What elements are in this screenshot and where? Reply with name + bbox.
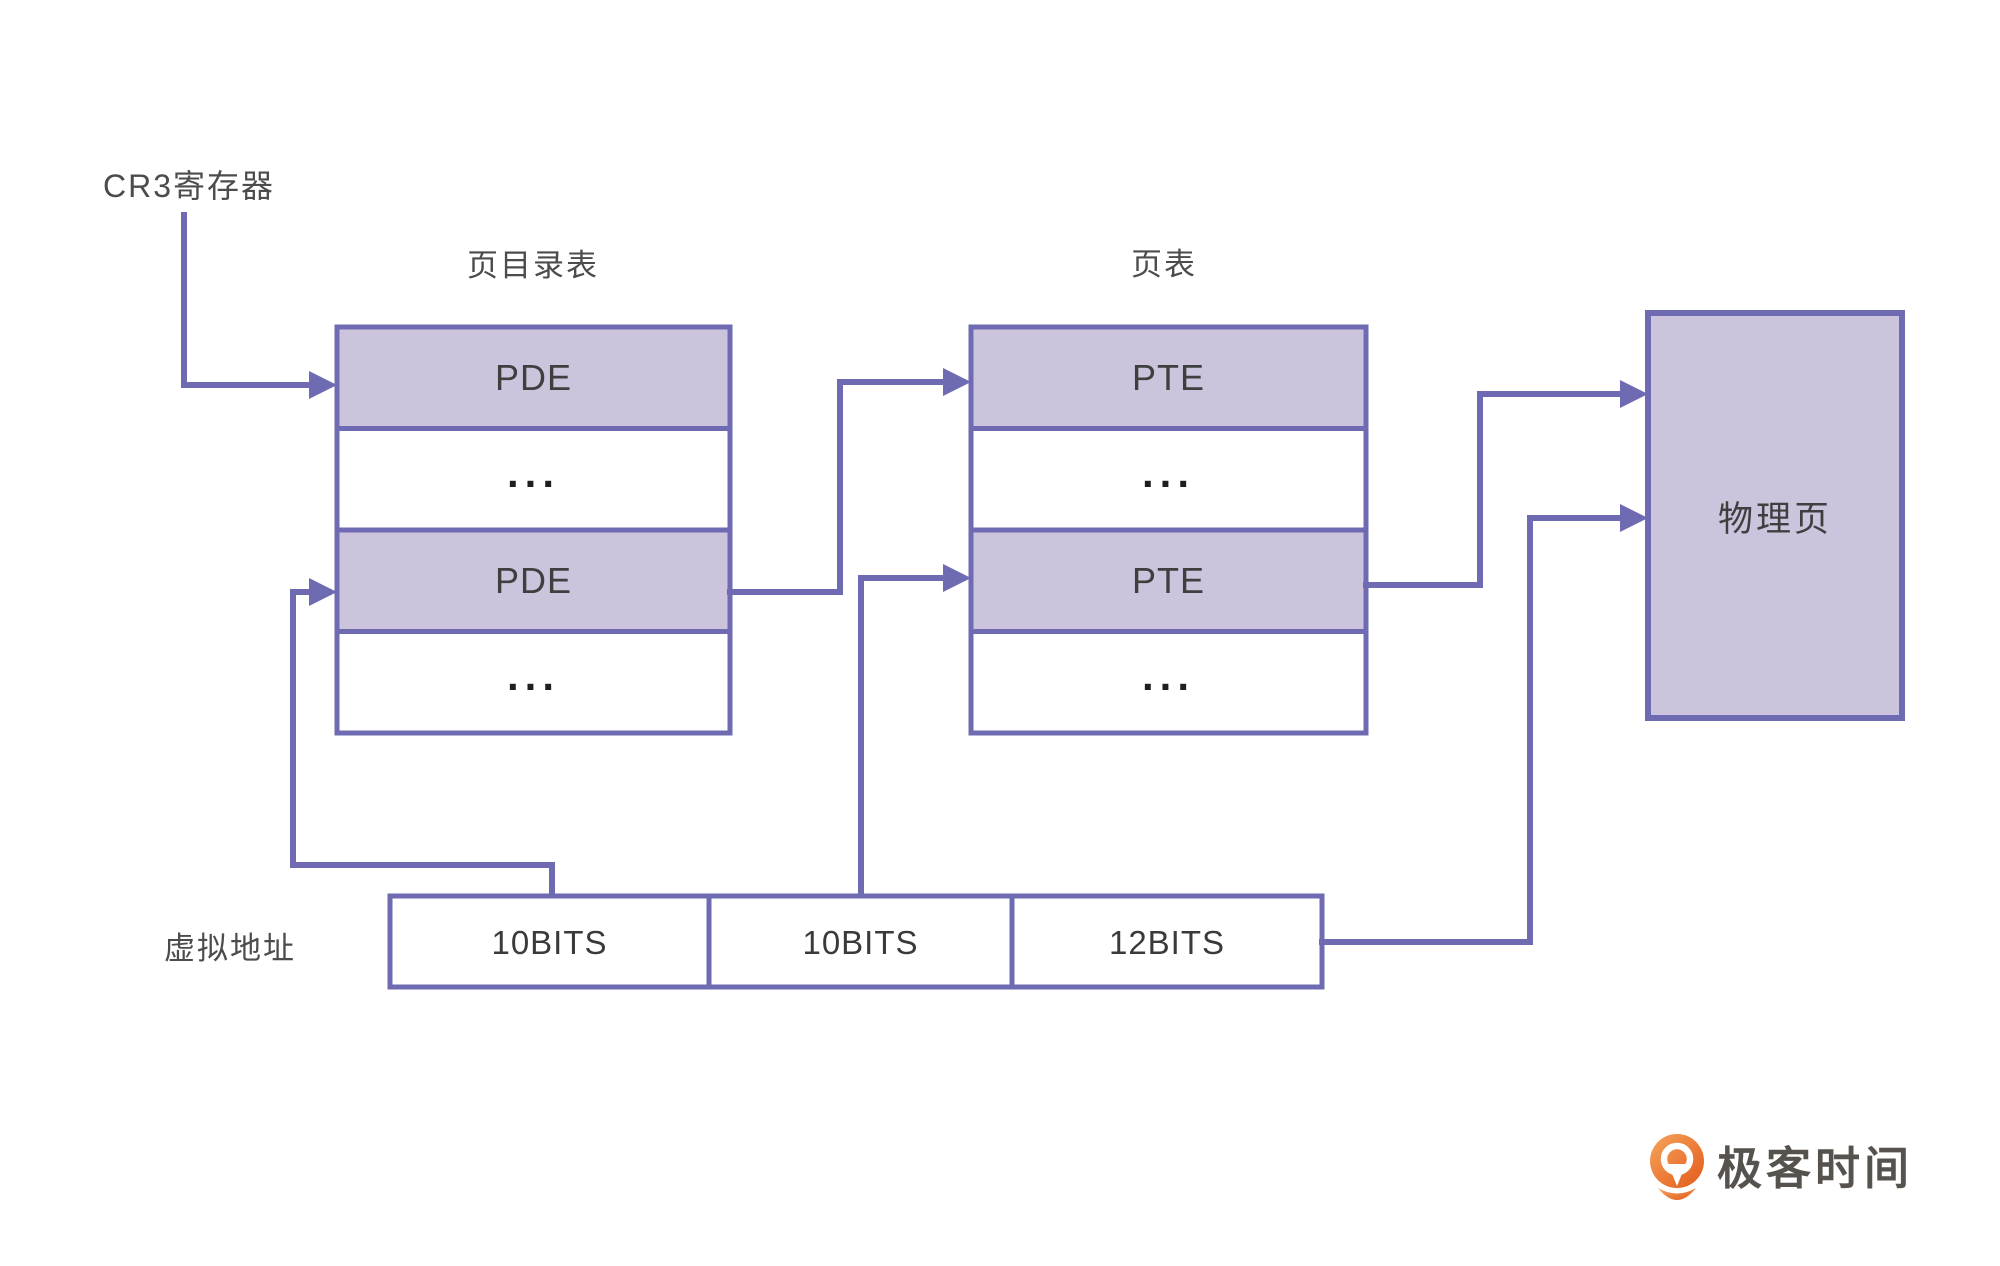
connector-10bits2-to-pte2	[858, 575, 944, 898]
logo-circle	[1650, 1134, 1704, 1188]
pde-row-1	[334, 324, 733, 431]
arrowhead-10bits2-to-pte2	[943, 564, 971, 592]
pde-ellipsis-row-1	[334, 426, 733, 533]
pde-row-2	[334, 527, 733, 634]
cr3-register-label: CR3寄存器	[103, 168, 275, 204]
va-cell-12bits-label: 12BITS	[1109, 924, 1225, 961]
virtual-address-box: 10BITS 10BITS 12BITS	[387, 893, 1325, 990]
page-directory-table: PDE ... PDE ...	[334, 324, 733, 736]
connector-pde2-to-pte1	[727, 379, 944, 595]
pde-ellipsis-2-label: ...	[507, 652, 560, 699]
physical-page: 物理页	[1645, 310, 1905, 721]
pte-ellipsis-row-2	[968, 629, 1369, 736]
pte-row-1-label: PTE	[1132, 357, 1205, 398]
va-cell-12bits	[1009, 893, 1325, 990]
connector-12bits-to-physical	[1319, 515, 1621, 945]
connector-10bits1-to-pde2	[290, 589, 555, 898]
geektime-logo-text: 极客时间	[1717, 1143, 1913, 1194]
pde-ellipsis-1-label: ...	[507, 449, 560, 496]
logo-tail	[1658, 1188, 1696, 1200]
arrowhead-pte2-to-physical	[1620, 380, 1648, 408]
connector-cr3-to-pde1	[181, 212, 310, 388]
pte-row-2	[968, 527, 1369, 634]
va-cell-10bits-2-label: 10BITS	[802, 924, 918, 961]
pde-row-2-label: PDE	[495, 560, 572, 601]
page-table: PTE ... PTE ...	[968, 324, 1369, 736]
pte-ellipsis-1-label: ...	[1142, 449, 1195, 496]
pte-row-2-label: PTE	[1132, 560, 1205, 601]
arrowhead-cr3-to-pde1	[309, 371, 337, 399]
virtual-address-label: 虚拟地址	[164, 931, 296, 966]
pde-ellipsis-row-2	[334, 629, 733, 736]
page-directory-title: 页目录表	[467, 248, 599, 283]
va-cell-10bits-2	[706, 893, 1015, 990]
page-table-title: 页表	[1131, 247, 1197, 282]
arrowhead-pde2-to-pte1	[943, 368, 971, 396]
arrowhead-12bits-to-physical	[1620, 504, 1648, 532]
logo-pointer	[1668, 1164, 1686, 1186]
pte-ellipsis-2-label: ...	[1142, 652, 1195, 699]
physical-page-box	[1645, 310, 1905, 721]
connector-pte2-to-physical	[1363, 391, 1621, 588]
connectors	[181, 212, 1648, 945]
pde-row-1-label: PDE	[495, 357, 572, 398]
physical-page-label: 物理页	[1718, 500, 1832, 539]
arrowhead-10bits1-to-pde2	[309, 578, 337, 606]
geektime-logo-icon	[1650, 1134, 1704, 1200]
va-cell-10bits-1-label: 10BITS	[491, 924, 607, 961]
geektime-logo: 极客时间	[1650, 1134, 1913, 1200]
